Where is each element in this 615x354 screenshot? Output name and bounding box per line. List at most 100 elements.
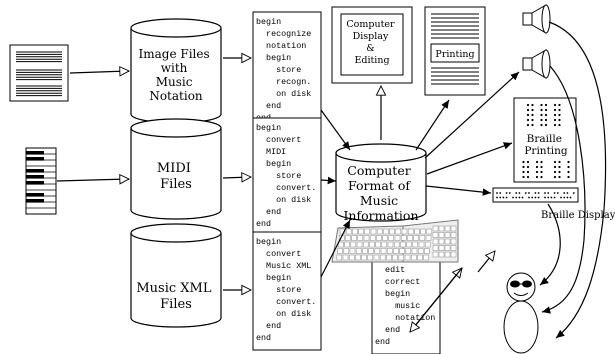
keyboard-key bbox=[338, 241, 344, 248]
keyboard-key bbox=[404, 254, 411, 261]
keyboard-key bbox=[349, 248, 356, 254]
convert-xml-code-line: end bbox=[256, 321, 281, 331]
svg-text:Braille Printing: Braille Printing bbox=[524, 133, 568, 157]
recognize-code-line: begin bbox=[256, 17, 281, 27]
recognize-code-box: begin recognize notation begin store rec… bbox=[252, 11, 322, 131]
keyboard-key bbox=[351, 235, 357, 241]
keyboard-key bbox=[400, 241, 406, 248]
speaker-icon bbox=[522, 4, 551, 34]
svg-text:MIDI Files: MIDI Files bbox=[157, 161, 195, 192]
keyboard-key bbox=[373, 254, 380, 261]
keyboard-key bbox=[343, 248, 350, 254]
edit-code-line: correct bbox=[375, 277, 420, 287]
svg-text:begin convert: begin convert MIDI begin store convert. … bbox=[0, 0, 352, 229]
keyboard-key bbox=[348, 254, 355, 261]
convert-midi-code-line: convert bbox=[256, 135, 301, 145]
braille-dot bbox=[540, 170, 543, 174]
keyboard-key bbox=[406, 241, 412, 248]
keyboard-key bbox=[345, 228, 352, 235]
braille-dot bbox=[526, 113, 530, 117]
convert-midi-code-line: end bbox=[256, 207, 281, 217]
keyboard-key bbox=[438, 251, 445, 258]
piano-black-key bbox=[26, 175, 44, 179]
image-files-label-1: Image Files bbox=[139, 47, 210, 61]
braille-dot bbox=[556, 192, 559, 194]
convert-xml-code-line: convert bbox=[256, 249, 301, 259]
keyboard-key bbox=[444, 245, 451, 251]
braille-dot bbox=[496, 196, 498, 199]
keyboard-key bbox=[361, 254, 367, 261]
central-label-1: Computer bbox=[347, 163, 410, 178]
keyboard-key bbox=[450, 251, 457, 258]
braille-dot bbox=[563, 192, 566, 194]
braille-dot bbox=[558, 108, 561, 112]
svg-text:Image Files with M: Image Files with Music Notation bbox=[139, 47, 214, 103]
convert-midi-code-line: store bbox=[256, 171, 301, 181]
keyboard-key bbox=[352, 228, 358, 235]
display-label-4: Editing bbox=[354, 55, 389, 66]
keyboard-key bbox=[418, 241, 425, 248]
braille-dot bbox=[537, 192, 540, 194]
braille-dot bbox=[540, 165, 543, 169]
keyboard-key bbox=[414, 228, 420, 235]
edit-code-line: end bbox=[375, 337, 390, 347]
braille-dot bbox=[544, 108, 548, 112]
piano-black-key bbox=[26, 169, 44, 173]
keyboard-key bbox=[413, 235, 419, 241]
convert-midi-code-line: begin bbox=[256, 159, 291, 169]
braille-dot bbox=[508, 192, 511, 194]
computer-display-monitor: Computer Display & Editing bbox=[331, 6, 413, 84]
keyboard-key bbox=[444, 251, 451, 258]
keyboard-key bbox=[410, 254, 417, 261]
braille-dot bbox=[537, 196, 540, 199]
keyboard-key bbox=[407, 228, 414, 235]
braille-display-label: Braille Display bbox=[541, 210, 615, 221]
braille-page-icon: Braille Printing bbox=[513, 97, 577, 183]
braille-dot bbox=[553, 196, 556, 199]
keyboard-key bbox=[407, 235, 413, 241]
display-label-2: Display bbox=[353, 31, 389, 42]
braille-dot bbox=[540, 175, 543, 179]
braille-dot bbox=[540, 113, 543, 117]
recognize-code-line: begin bbox=[256, 53, 291, 63]
braille-dot bbox=[526, 165, 530, 169]
braille-dot bbox=[534, 196, 537, 199]
braille-dot bbox=[558, 165, 561, 169]
braille-dot bbox=[502, 196, 505, 199]
braille-dot bbox=[544, 196, 546, 199]
keyboard-key bbox=[337, 248, 343, 254]
keyboard-key bbox=[450, 245, 457, 251]
piano-black-key bbox=[26, 181, 44, 185]
convert-musicxml-code-box: begin convert Music XML begin store conv… bbox=[252, 231, 322, 351]
keyboard-key bbox=[368, 248, 374, 254]
braille-dot bbox=[535, 165, 539, 169]
braille-printing-label-2: Printing bbox=[524, 145, 568, 157]
braille-dot bbox=[534, 192, 537, 194]
keyboard-key bbox=[386, 254, 392, 261]
keyboard-key bbox=[419, 235, 426, 241]
musicxml-files-label-1: Music XML bbox=[136, 281, 211, 296]
keyboard-key bbox=[399, 248, 405, 254]
convert-xml-code-line: store bbox=[256, 285, 301, 295]
display-label-3: & bbox=[366, 43, 374, 54]
recognize-code-line: recognize bbox=[256, 29, 311, 39]
braille-dot bbox=[535, 160, 539, 164]
recognize-code-line: store bbox=[256, 65, 301, 75]
braille-dot bbox=[526, 118, 530, 122]
keyboard-key bbox=[394, 235, 401, 241]
braille-dot bbox=[558, 118, 561, 122]
braille-printing-label-1: Braille bbox=[527, 133, 562, 145]
braille-dot bbox=[553, 192, 556, 194]
svg-text:Music XML Files: Music XML Files bbox=[136, 281, 215, 312]
keyboard-key bbox=[355, 248, 362, 254]
braille-dot bbox=[567, 160, 570, 164]
recognize-code-line: notation bbox=[256, 41, 306, 51]
keyboard-key bbox=[412, 241, 419, 248]
braille-dot bbox=[544, 118, 548, 122]
midi-files-label-2: Files bbox=[160, 177, 192, 192]
edit-code-line: music bbox=[375, 301, 420, 311]
convert-midi-code-line: on disk bbox=[256, 195, 311, 205]
keyboard-key bbox=[444, 238, 451, 245]
keyboard-key bbox=[400, 235, 407, 241]
